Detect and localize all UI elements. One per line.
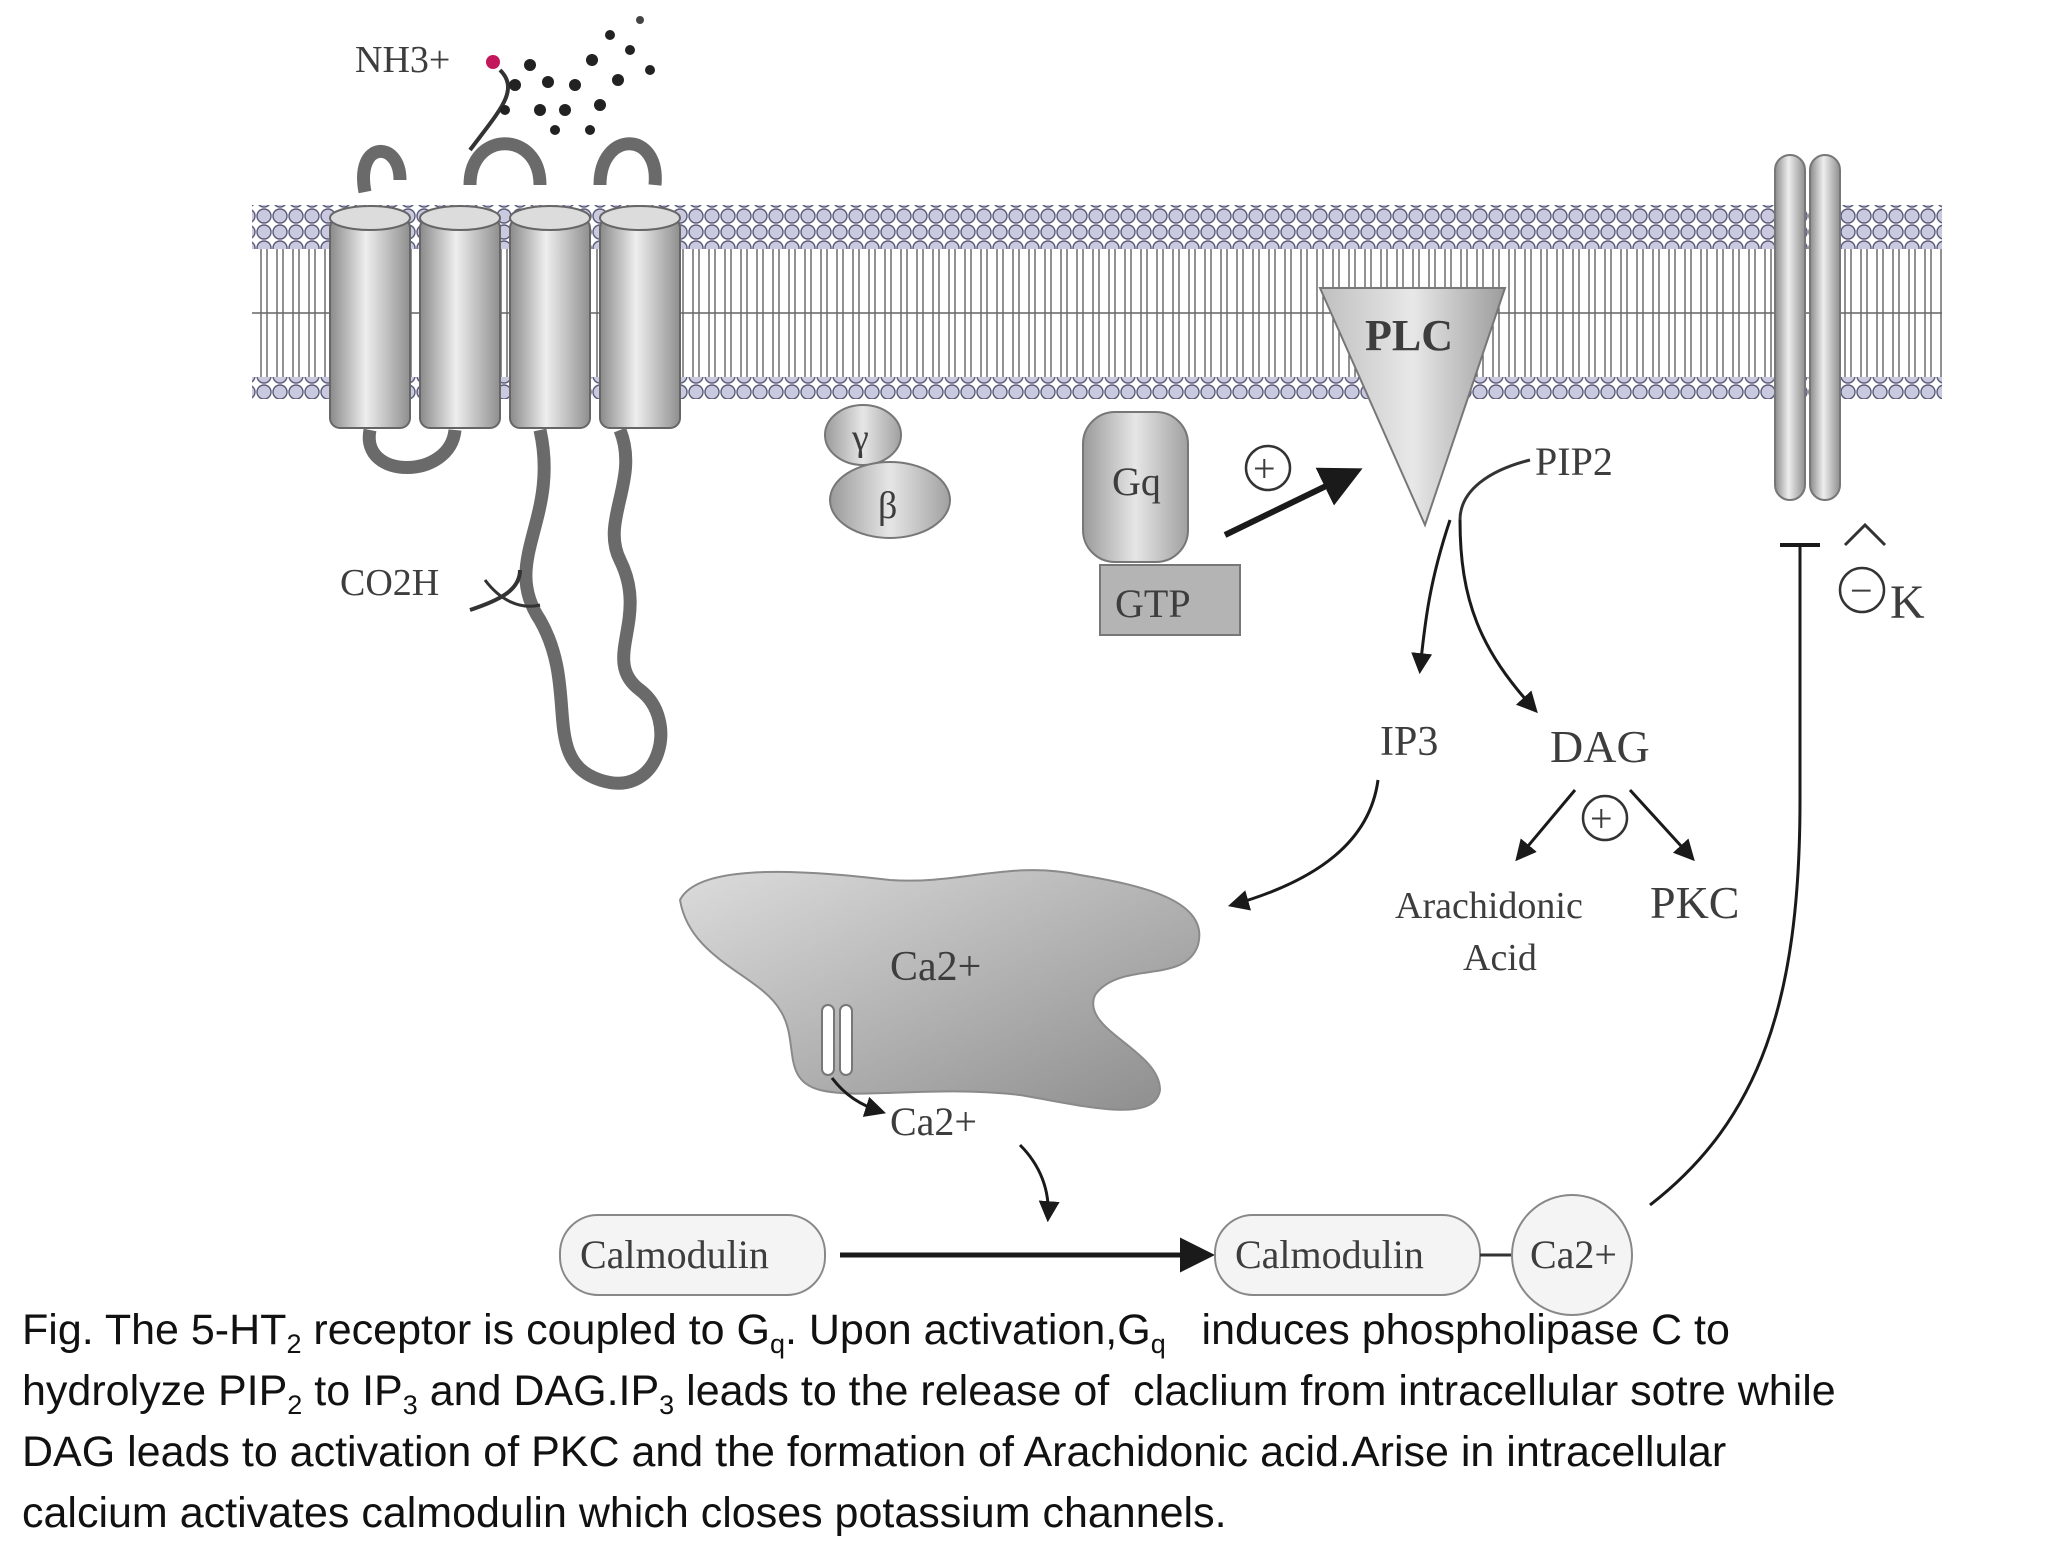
plc-to-ip3-arrow (1411, 519, 1452, 675)
nh3-label: NH3+ (355, 39, 450, 81)
calmodulin-inactive (559, 1214, 826, 1296)
plc-label: PLC (1365, 311, 1453, 360)
k-label: K (1890, 576, 1925, 629)
ca-store-label: Ca2+ (890, 944, 981, 990)
receptor-5ht2 (329, 68, 681, 790)
caption-line-2: hydrolyze PIP2 to IP3 and DAG.IP3 leads … (22, 1367, 1836, 1420)
figure-caption: Fig. The 5-HT2 receptor is coupled to Gq… (22, 1300, 2032, 1544)
caption-line-1: Fig. The 5-HT2 receptor is coupled to Gq… (22, 1306, 1730, 1359)
calmodulin-to-k-channel-inhibition (1649, 545, 1802, 1207)
calmodulin-active (1214, 1194, 1633, 1316)
co2h-label: CO2H (340, 562, 439, 604)
ca-bound-label: Ca2+ (1530, 1232, 1617, 1277)
intracellular-calcium-store (678, 869, 1201, 1111)
pkc-label: PKC (1650, 877, 1739, 928)
ca-to-calmodulin-arrow (1018, 1143, 1060, 1223)
plus-circle-icon (1581, 794, 1629, 842)
beta-label: β (878, 485, 897, 527)
dag-to-pkc-arrow (1628, 788, 1695, 862)
ca-release-arrow (830, 1077, 887, 1117)
ip3-to-store-arrow (1227, 779, 1380, 911)
calmodulin-inactive-label: Calmodulin (580, 1232, 769, 1277)
dag-label: DAG (1550, 721, 1650, 772)
plus-gq-label: + (1253, 446, 1276, 491)
minus-label: − (1850, 568, 1873, 613)
ca-released-label: Ca2+ (890, 1099, 977, 1144)
plus-dag-label: + (1590, 796, 1613, 841)
pip2-label: PIP2 (1535, 439, 1613, 484)
gtp-box (1099, 564, 1241, 636)
transmembrane-helices (329, 205, 681, 429)
plc-enzyme (1318, 287, 1507, 528)
gq-protein (1082, 411, 1189, 563)
caption-line-4: calcium activates calmodulin which close… (22, 1489, 1227, 1537)
gq-to-plc-arrow (1223, 467, 1363, 538)
g-protein-beta-gamma (824, 404, 951, 539)
serotonin-molecule-icon (486, 16, 655, 135)
gtp-label: GTP (1115, 581, 1191, 626)
caption-line-3: DAG leads to activation of PKC and the f… (22, 1428, 1727, 1476)
gq-label: Gq (1112, 459, 1161, 504)
plc-to-dag-arrow (1458, 519, 1538, 714)
cell-membrane (252, 205, 1942, 399)
arachidonic-label-line1: Arachidonic (1395, 885, 1583, 927)
arachidonic-label-line2: Acid (1463, 937, 1537, 979)
ip3-label: IP3 (1380, 719, 1438, 765)
gamma-label: γ (851, 417, 869, 459)
plus-circle-icon (1244, 444, 1292, 492)
minus-circle-icon (1838, 566, 1886, 614)
dag-to-arachidonic-arrow (1515, 789, 1577, 862)
potassium-channel (1774, 154, 1841, 501)
calmodulin-active-label: Calmodulin (1235, 1232, 1424, 1277)
